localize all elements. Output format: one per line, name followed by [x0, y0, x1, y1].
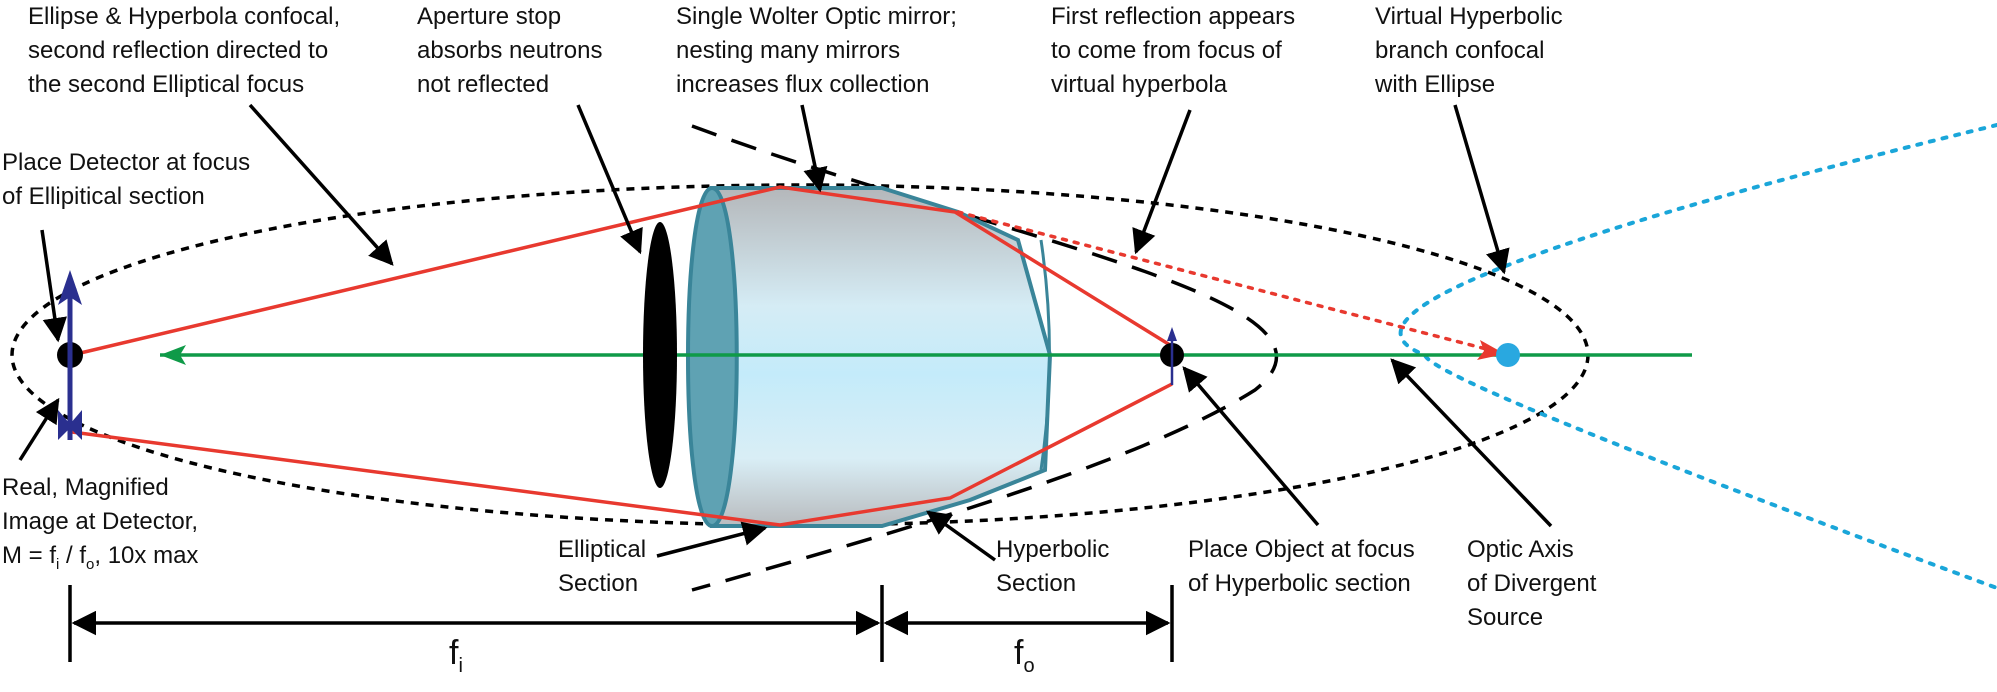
- leader-aperture: [576, 104, 643, 255]
- label-ellipse-hyperbola-confocal: Ellipse & Hyperbola confocal, second ref…: [28, 0, 340, 102]
- label-line: the second Elliptical focus: [28, 71, 305, 98]
- leader-elliptical: [656, 521, 768, 558]
- fo-sub: o: [1023, 654, 1035, 677]
- leader-hyperbolic: [926, 510, 997, 562]
- label-line: Elliptical: [558, 536, 647, 563]
- label-virtual-hyperbolic-branch: Virtual Hyperbolic branch confocal with …: [1375, 0, 1563, 102]
- formula-part: M = f: [2, 542, 57, 569]
- source-dot-icon: [1496, 343, 1520, 367]
- ray-lower: [71, 382, 1173, 527]
- formula-part: / f: [59, 542, 87, 569]
- label-line: second reflection directed to: [28, 37, 329, 64]
- leader-ellipse-hyperbola: [248, 103, 394, 266]
- label-line: First reflection appears: [1051, 3, 1296, 30]
- label-detector-focus: Place Detector at focus of Ellipitical s…: [2, 146, 250, 214]
- label-line: Section: [558, 570, 639, 597]
- label-hyperbolic-section: Hyperbolic Section: [996, 533, 1109, 601]
- image-arrow-tail-icon: [58, 410, 82, 440]
- leader-image: [18, 397, 60, 461]
- label-line: Section: [996, 570, 1077, 597]
- optic-axis-arrowhead: [160, 345, 186, 365]
- label-line: Optic Axis: [1467, 536, 1574, 563]
- leader-optic-axis: [1390, 358, 1553, 528]
- label-line: of Divergent: [1467, 570, 1597, 597]
- label-line: Real, Magnified: [2, 474, 169, 501]
- label-line: Aperture stop: [417, 3, 562, 30]
- label-line: Image at Detector,: [2, 508, 199, 535]
- virtual-hyperbola-branch: [1398, 123, 1997, 590]
- fo-base: f: [1014, 634, 1024, 672]
- label-line: of Ellipitical section: [2, 183, 205, 210]
- ray-virtual-extension: [956, 210, 1492, 352]
- label-first-reflection: First reflection appears to come from fo…: [1051, 0, 1295, 102]
- label-line: nesting many mirrors: [676, 37, 901, 64]
- label-line: absorbs neutrons: [417, 37, 603, 64]
- label-line: to come from focus of: [1051, 37, 1282, 64]
- fi-base: f: [449, 634, 459, 672]
- label-line: Source: [1467, 604, 1544, 631]
- label-line: Place Object at focus: [1188, 536, 1415, 563]
- label-line: with Ellipse: [1375, 71, 1496, 98]
- label-line: Single Wolter Optic mirror;: [676, 3, 957, 30]
- label-line: Virtual Hyperbolic: [1375, 3, 1563, 30]
- wolter-mirror-front-face: [686, 185, 739, 529]
- aperture-stop: [643, 222, 677, 488]
- label-aperture-stop: Aperture stop absorbs neutrons not refle…: [417, 0, 602, 102]
- magnification-formula: M = fi / fo, 10x max: [2, 539, 198, 582]
- formula-sub-i: i: [56, 555, 60, 573]
- leader-detector: [40, 229, 67, 343]
- leader-virtual-branch: [1453, 104, 1510, 275]
- formula-part: , 10x max: [94, 542, 199, 569]
- label-line: increases flux collection: [676, 71, 930, 98]
- object-arrow-head-icon: [1167, 327, 1177, 341]
- label-optic-axis: Optic Axis of Divergent Source: [1467, 533, 1596, 635]
- label-wolter-mirror: Single Wolter Optic mirror; nesting many…: [676, 0, 957, 102]
- fi-sub: i: [458, 654, 463, 677]
- label-line: Place Detector at focus: [2, 149, 251, 176]
- label-line: virtual hyperbola: [1051, 71, 1228, 98]
- leader-wolter: [800, 104, 828, 193]
- dimension-fo-label: fo: [1014, 634, 1035, 678]
- leader-object: [1182, 366, 1320, 527]
- label-line: branch confocal: [1375, 37, 1545, 64]
- label-line: not reflected: [417, 71, 550, 98]
- label-line: of Hyperbolic section: [1188, 570, 1411, 597]
- formula-sub-o: o: [86, 555, 95, 573]
- ray-upper: [71, 185, 1171, 357]
- dimension-fi-label: fi: [449, 634, 463, 678]
- label-line: Hyperbolic: [996, 536, 1110, 563]
- label-line: Ellipse & Hyperbola confocal,: [28, 3, 341, 30]
- label-elliptical-section: Elliptical Section: [558, 533, 646, 601]
- label-object-focus: Place Object at focus of Hyperbolic sect…: [1188, 533, 1415, 601]
- label-magnified-image: Real, Magnified Image at Detector, M = f…: [2, 471, 198, 582]
- image-arrow-head-icon: [58, 270, 82, 305]
- leader-first-reflection: [1132, 109, 1192, 255]
